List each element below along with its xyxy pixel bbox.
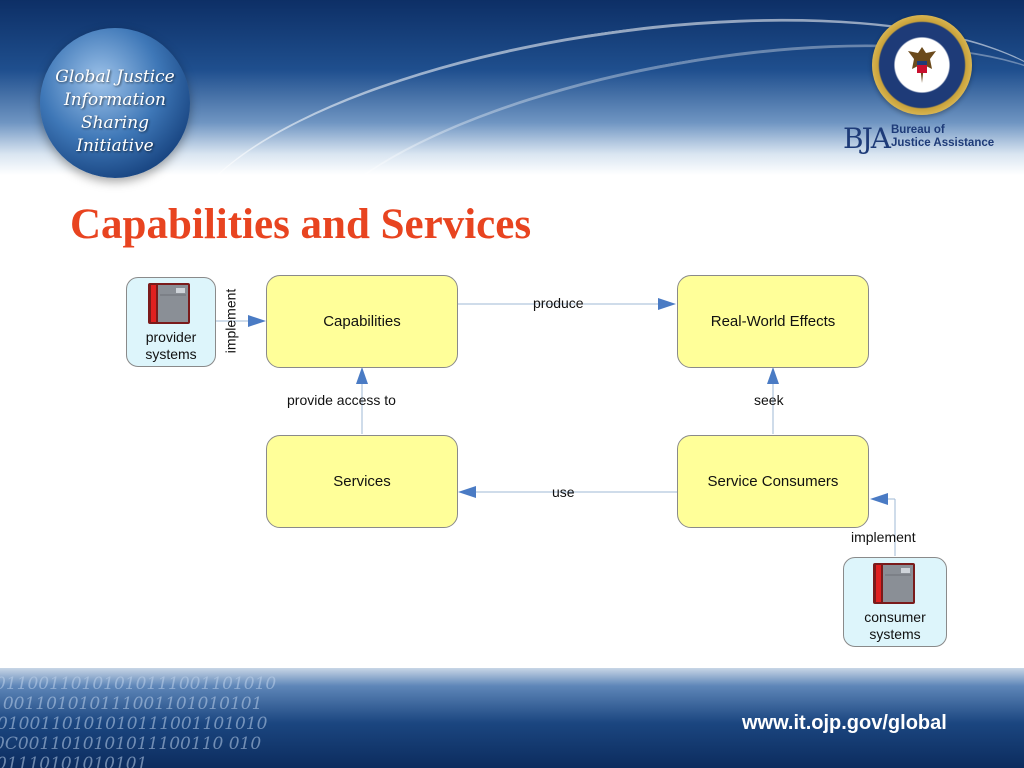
arrowhead (658, 298, 676, 310)
global-justice-logo-text: Global Justice Information Sharing Initi… (55, 67, 175, 156)
binary-pattern: 01110101010101 (0, 754, 148, 768)
node-consumer-systems: consumer systems (843, 557, 947, 647)
footer-url-link[interactable]: www.it.ojp.gov/global (742, 712, 947, 734)
binary-pattern: 0C0011010101011100110 010 (0, 734, 262, 754)
server-icon (873, 563, 915, 604)
binary-pattern: 01100110101010111001101010 (0, 674, 277, 694)
node-real-world-effects: Real-World Effects (677, 275, 869, 368)
node-service-consumers: Service Consumers (677, 435, 869, 528)
arrowhead (767, 367, 779, 384)
eagle-icon (908, 47, 936, 83)
footer-banner: 01100110101010111001101010 1001101010111… (0, 668, 1024, 768)
slide-title: Capabilities and Services (70, 201, 532, 248)
binary-pattern: 1001101010111001101010101 (0, 694, 263, 714)
bja-name: Bureau of Justice Assistance (891, 124, 995, 149)
node-capabilities: Capabilities (266, 275, 458, 368)
bja-mark: BJA (843, 122, 891, 155)
arrowhead (870, 493, 888, 505)
arrowhead (248, 315, 266, 327)
edge-label-use: use (552, 484, 575, 500)
binary-pattern: 0100110101010111001101010 (0, 714, 268, 734)
edge-label-provide-access-to: provide access to (287, 392, 396, 408)
arrowhead (458, 486, 476, 498)
edge-label-implement-consumer: implement (851, 529, 916, 545)
node-services: Services (266, 435, 458, 528)
server-icon (148, 283, 190, 324)
global-justice-globe-logo (40, 28, 190, 178)
node-provider-systems: provider systems (126, 277, 216, 367)
doj-seal-logo (872, 15, 972, 115)
edge-label-implement-provider: implement (222, 288, 239, 354)
edge-label-produce: produce (533, 295, 584, 311)
arrowhead (356, 367, 368, 384)
edge-label-seek: seek (754, 392, 784, 408)
